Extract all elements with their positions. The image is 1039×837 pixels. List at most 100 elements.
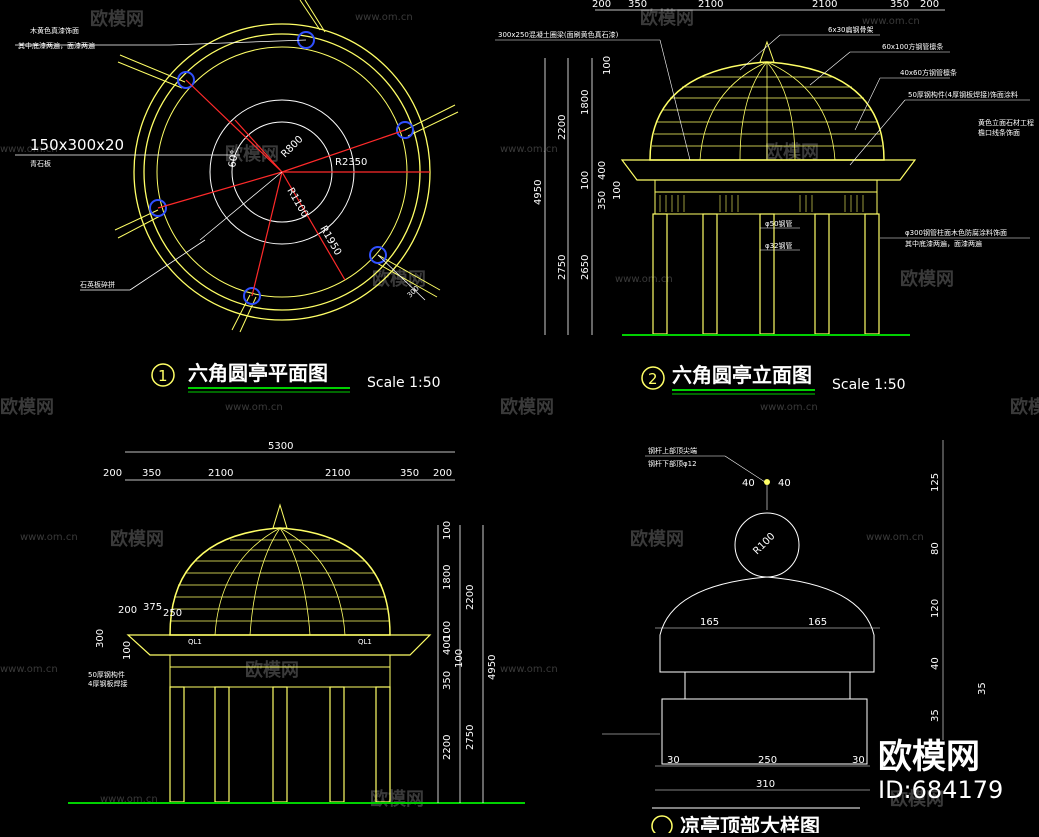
elev-title: 六角圆亭立面图 — [672, 363, 812, 387]
wm-brand: 欧模网 — [90, 8, 144, 30]
elev-dim: 2100 — [698, 0, 723, 10]
plan-view: 木黄色真漆饰面 其中底漆两遍，面漆两遍 150x300x20 青石板 石英板碎拼… — [15, 0, 459, 393]
elev-vdim: 4950 — [533, 180, 544, 205]
corner-brand: 欧模网 — [878, 737, 980, 777]
elev-vdim: 2200 — [557, 115, 568, 140]
sec-rdim: 1800 — [442, 565, 453, 590]
wm-url: www.om.cn — [862, 16, 920, 27]
sec-side: 200 — [118, 605, 137, 616]
plan-guides — [15, 39, 426, 301]
plan-radii — [157, 79, 430, 297]
det-title: 凉亭顶部大样图 — [680, 814, 820, 833]
elev-scale: Scale 1:50 — [832, 377, 906, 393]
elev-title-badge — [641, 366, 665, 390]
wm-brand: 欧模网 — [900, 268, 954, 290]
wm-url: www.om.cn — [100, 794, 158, 805]
wm-url: www.om.cn — [866, 532, 924, 543]
elev-note-b: 60x100方钢管檩条 — [882, 42, 943, 51]
sec-columns — [169, 686, 391, 803]
elev-vdim: 2750 — [557, 255, 568, 280]
det-165a: 165 — [700, 617, 719, 628]
elev-title-num: 2 — [648, 370, 658, 388]
corner-id: ID:684179 — [878, 776, 1003, 804]
wm-url: www.om.cn — [0, 144, 58, 155]
sec-dim: 200 — [103, 468, 122, 479]
column-icon — [149, 199, 167, 217]
plan-r1100: R1100 — [284, 186, 310, 220]
wm-brand: 欧模网 — [630, 528, 684, 550]
det-30a: 30 — [667, 755, 680, 766]
elev-vdim: 100 — [602, 56, 613, 75]
elev-dim: 350 — [628, 0, 647, 10]
sec-ql-left: QL1 — [188, 638, 202, 646]
det-tip-dot — [764, 479, 770, 485]
plan-paving-label: 石英板碎拼 — [80, 280, 115, 289]
sec-dome-ribs — [171, 527, 389, 636]
wm-brand: 欧模网 — [372, 268, 426, 290]
plan-title-num: 1 — [158, 367, 168, 385]
sec-note-b: 4厚钢板焊接 — [88, 679, 127, 688]
elev-vdim: 100 — [612, 181, 623, 200]
det-vdim: 120 — [930, 599, 941, 618]
plan-title: 六角圆亭平面图 — [188, 361, 328, 385]
sec-h: 100 — [122, 641, 133, 660]
plan-r2350: R2350 — [335, 157, 367, 168]
elev-vdim: 2650 — [580, 255, 591, 280]
wm-brand: 欧模网 — [1010, 396, 1039, 418]
sec-side: 250 — [163, 608, 182, 619]
elev-balusters — [659, 195, 864, 212]
elev-note-d: 50厚钢构件(4厚钢板焊接)饰面涂料 — [908, 90, 1018, 99]
sec-side: 375 — [143, 602, 162, 613]
det-r: R100 — [751, 531, 777, 557]
det-vdim: 80 — [930, 542, 941, 555]
sec-rdim: 4950 — [487, 655, 498, 680]
det-40a: 40 — [742, 478, 755, 489]
plan-columns — [149, 31, 414, 305]
wm-brand: 欧模网 — [370, 788, 424, 810]
elev-leaders — [495, 34, 1030, 251]
wm-url: www.om.cn — [0, 664, 58, 675]
sec-dim: 2100 — [208, 468, 233, 479]
elev-dim: 200 — [920, 0, 939, 10]
wm-brand: 欧模网 — [765, 141, 819, 163]
wm-brand: 欧模网 — [640, 7, 694, 29]
det-vdim: 35 — [977, 682, 988, 695]
plan-angle: 60° — [227, 149, 241, 168]
det-vdim: 40 — [930, 657, 941, 670]
wm-brand: 欧模网 — [0, 396, 54, 418]
plan-title-badge — [151, 363, 175, 387]
sec-total: 5300 — [268, 441, 293, 452]
det-40b: 40 — [778, 478, 791, 489]
sec-rdim: 400 — [442, 636, 453, 655]
plan-scale: Scale 1:50 — [367, 375, 441, 391]
sec-dim: 200 — [433, 468, 452, 479]
det-165b: 165 — [808, 617, 827, 628]
column-icon — [369, 246, 387, 264]
elev-note-ring: 300x250混凝土圈梁(面刷黄色真石漆) — [498, 30, 619, 39]
det-collar — [684, 671, 851, 700]
column-icon — [396, 121, 414, 139]
wm-url: www.om.cn — [500, 144, 558, 155]
detail-view: 钢杆上部顶尖端 钢杆下部顶φ12 40 40 R100 165 165 30 2… — [602, 440, 988, 837]
sec-rdim: 2750 — [465, 725, 476, 750]
plan-slab-label: 150x300x20 — [30, 136, 124, 154]
column-icon — [177, 71, 195, 89]
det-250: 250 — [758, 755, 777, 766]
elev-left-dimlines — [544, 58, 593, 335]
sec-rdim: 100 — [442, 521, 453, 540]
elev-note-h: 其中底漆两遍，面漆两遍 — [905, 239, 982, 248]
elev-dim: 2100 — [812, 0, 837, 10]
sec-rdim: 2200 — [465, 585, 476, 610]
plan-slab-sub: 青石板 — [30, 159, 51, 168]
sec-dim: 2100 — [325, 468, 350, 479]
watermarks: 欧模网 www.om.cn 欧模网 www.om.cn www.om.cn 欧模… — [0, 7, 1039, 810]
sec-dome — [169, 527, 391, 636]
sec-rdim: 350 — [442, 671, 453, 690]
det-vdim: 125 — [930, 473, 941, 492]
sec-rdim: 100 — [442, 621, 453, 640]
plan-r1950: R1950 — [317, 224, 343, 258]
det-vdim: 35 — [930, 709, 941, 722]
section-view: 5300 200 350 2100 2100 350 200 QL1 QL1 2… — [68, 441, 525, 804]
elev-vdim: 100 — [580, 171, 591, 190]
